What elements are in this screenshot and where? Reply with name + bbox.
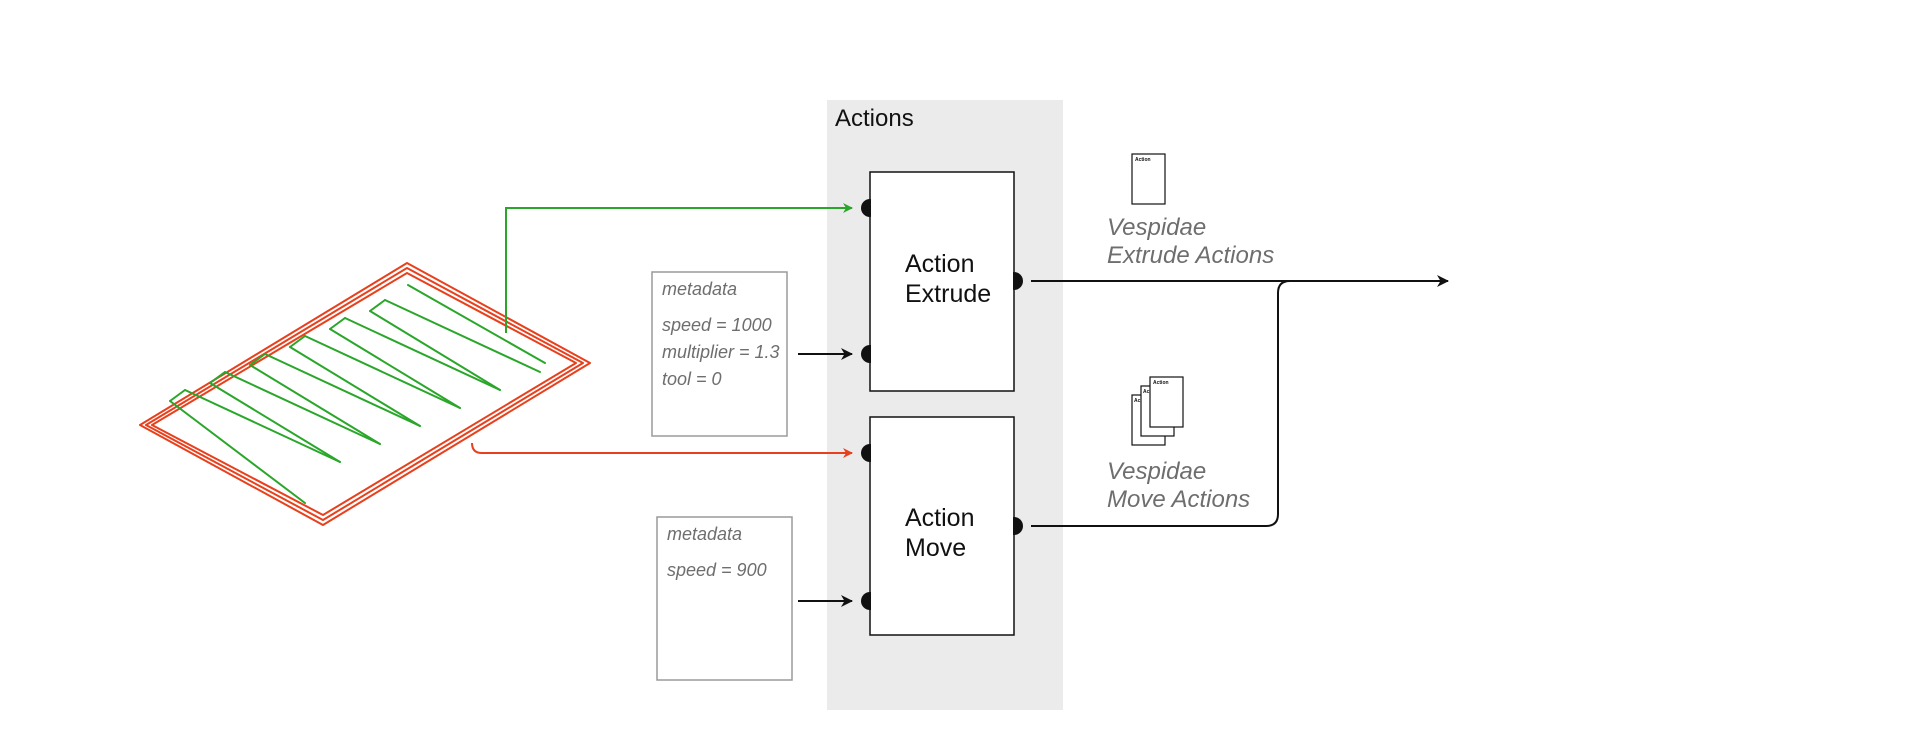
- actions-panel-title: Actions: [835, 105, 914, 132]
- move-path-connector: [471, 442, 853, 458]
- metadata-extrude-multiplier: multiplier = 1.3: [662, 342, 780, 362]
- action-move-label-line1: Action: [905, 504, 974, 532]
- document-stack-label-front: Action: [1153, 380, 1169, 386]
- action-extrude-label-line1: Action: [905, 250, 974, 278]
- output-extrude-label-line2: Extrude Actions: [1107, 242, 1274, 269]
- metadata-move-box: metadata speed = 900: [656, 516, 793, 681]
- action-move-label-line2: Move: [905, 534, 966, 562]
- output-move-label-line1: Vespidae: [1107, 458, 1206, 485]
- document-stack-label-mid: Ac: [1143, 389, 1150, 395]
- metadata-extrude-speed: speed = 1000: [662, 315, 772, 335]
- action-move-block: Action Move: [861, 416, 1023, 636]
- metadata-move-title: metadata: [667, 524, 742, 544]
- document-stack-label-back: Ac: [1134, 398, 1141, 404]
- action-extrude-block: Action Extrude: [861, 171, 1023, 392]
- metadata-move-speed: speed = 900: [667, 560, 767, 580]
- document-icon-label: Action: [1135, 157, 1151, 163]
- output-move-label-line2: Move Actions: [1107, 486, 1250, 513]
- document-stack-icon: Ac Ac Action: [1131, 376, 1184, 446]
- extrude-path-connector: [505, 203, 853, 333]
- metadata-extrude-box: metadata speed = 1000 multiplier = 1.3 t…: [651, 271, 788, 437]
- toolpath-illustration-icon: [139, 262, 591, 526]
- document-icon: Action: [1131, 153, 1166, 205]
- metadata-extrude-tool: tool = 0: [662, 369, 722, 389]
- output-extrude-label-line1: Vespidae: [1107, 214, 1206, 241]
- metadata-extrude-title: metadata: [662, 279, 737, 299]
- action-extrude-label-line2: Extrude: [905, 280, 991, 308]
- move-output-connector: [1031, 280, 1291, 527]
